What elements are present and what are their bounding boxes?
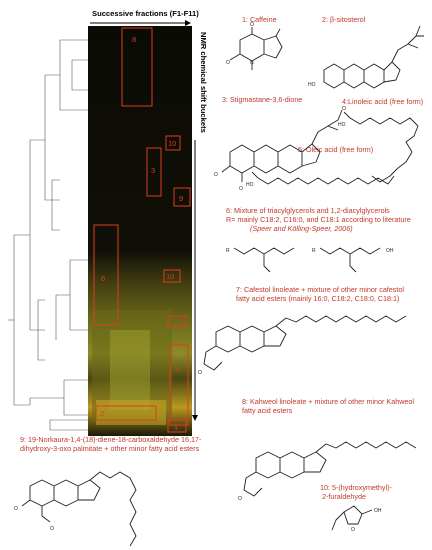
label-mixture-line1: 6: Mixture of triacylglycerols and 1,2-d… [226, 206, 390, 215]
label-hmf-line2: 2-furaldehyde [322, 492, 366, 501]
structure-linoleic: HO O [338, 106, 419, 183]
box-10 [165, 135, 181, 151]
box-3 [146, 147, 162, 197]
atom-o: O [50, 526, 54, 532]
box-label-3: 3 [151, 166, 155, 175]
atom-oh: OH [374, 508, 382, 514]
structure-oleic: HO [246, 171, 395, 188]
atom-o: O [214, 172, 218, 178]
atom-o: O [342, 106, 346, 112]
atom-ho: HO [308, 82, 316, 88]
atom-o: O [239, 186, 243, 192]
label-sitosterol: 2: β-sitosterol [322, 15, 366, 24]
structure-hmf: OH O [331, 505, 382, 533]
label-norkaura-line1: 9: 19-Norkaura-1,4-(18)-diene-18-carboxa… [20, 435, 202, 444]
atom-o: O [14, 506, 18, 512]
box-label-9b: 9 [175, 364, 179, 373]
x-axis-label: Successive fractions (F1-F11) [92, 9, 199, 18]
box-label-10b: 10 [166, 272, 174, 281]
atom-o: O [238, 496, 242, 502]
label-oleic: 5: Oleic acid (free form) [298, 145, 373, 154]
atom-n: N [250, 60, 254, 66]
heatmap [88, 26, 192, 436]
structure-caffeine: O O N [226, 22, 283, 70]
structure-sitosterol: HO [308, 25, 424, 89]
atom-o: O [250, 22, 254, 28]
box-label-6: 6 [101, 274, 105, 283]
heatmap-boxes: 8 10 3 9 6 10 7 9 1 2 [93, 27, 191, 433]
box-label-7: 7 [174, 317, 178, 326]
atom-oh: OH [386, 248, 394, 254]
label-kahweol-line2: fatty acid esters [242, 406, 293, 415]
label-cafestol-line2: fatty acid esters (mainly 16:0, C18:2, C… [236, 294, 399, 303]
y-axis-label: NMR chemical shift buckets [199, 32, 208, 133]
label-kahweol-line1: 8: Kahweol linoleate + mixture of other … [242, 397, 414, 406]
label-mixture-line2: R= mainly C18:2, C16:0, and C18:1 accord… [226, 215, 411, 224]
label-stigmastane: 3: Stigmastane-3,6-dione [222, 95, 302, 104]
atom-o: O [351, 527, 355, 533]
label-norkaura-line2: dihydroxy-3-oxo palmitate + other minor … [20, 444, 200, 453]
box-label-1: 1 [174, 423, 178, 432]
atom-o: O [198, 370, 202, 376]
atom-r: R [312, 248, 316, 254]
box-2 [95, 405, 157, 421]
atom-ho: HO [338, 122, 346, 128]
atom-o: O [226, 60, 230, 66]
box-9b [169, 344, 189, 426]
box-8 [121, 27, 153, 107]
structure-acylglycerols: R R OH [226, 247, 394, 273]
box-7 [167, 315, 187, 327]
dendrogram [8, 39, 88, 431]
atom-r: R [226, 248, 230, 254]
structure-stigmastane: O O [214, 109, 343, 192]
box-9a [173, 187, 191, 207]
structure-kahweol: O [238, 441, 417, 502]
structure-cafestol: O [198, 315, 407, 376]
box-label-8: 8 [132, 35, 136, 44]
box-label-10: 10 [168, 139, 176, 148]
box-label-9a: 9 [179, 194, 183, 203]
structure-norkaura: O O [14, 471, 137, 547]
label-hmf-line1: 10: 5-(hydroxymethyl)- [320, 483, 393, 492]
label-caffeine: 1: Caffeine [242, 15, 277, 24]
box-1 [167, 419, 187, 433]
label-linoleic: 4:Linoleic acid (free form) [342, 97, 423, 106]
label-mixture-line3: (Speer and Kölling-Speer, 2006) [250, 224, 353, 233]
box-6 [93, 224, 119, 326]
box-label-2: 2 [100, 409, 104, 418]
atom-ho: HO [246, 182, 254, 188]
label-cafestol-line1: 7: Cafestol linoleate + mixture of other… [236, 285, 404, 294]
box-10b [163, 269, 181, 283]
